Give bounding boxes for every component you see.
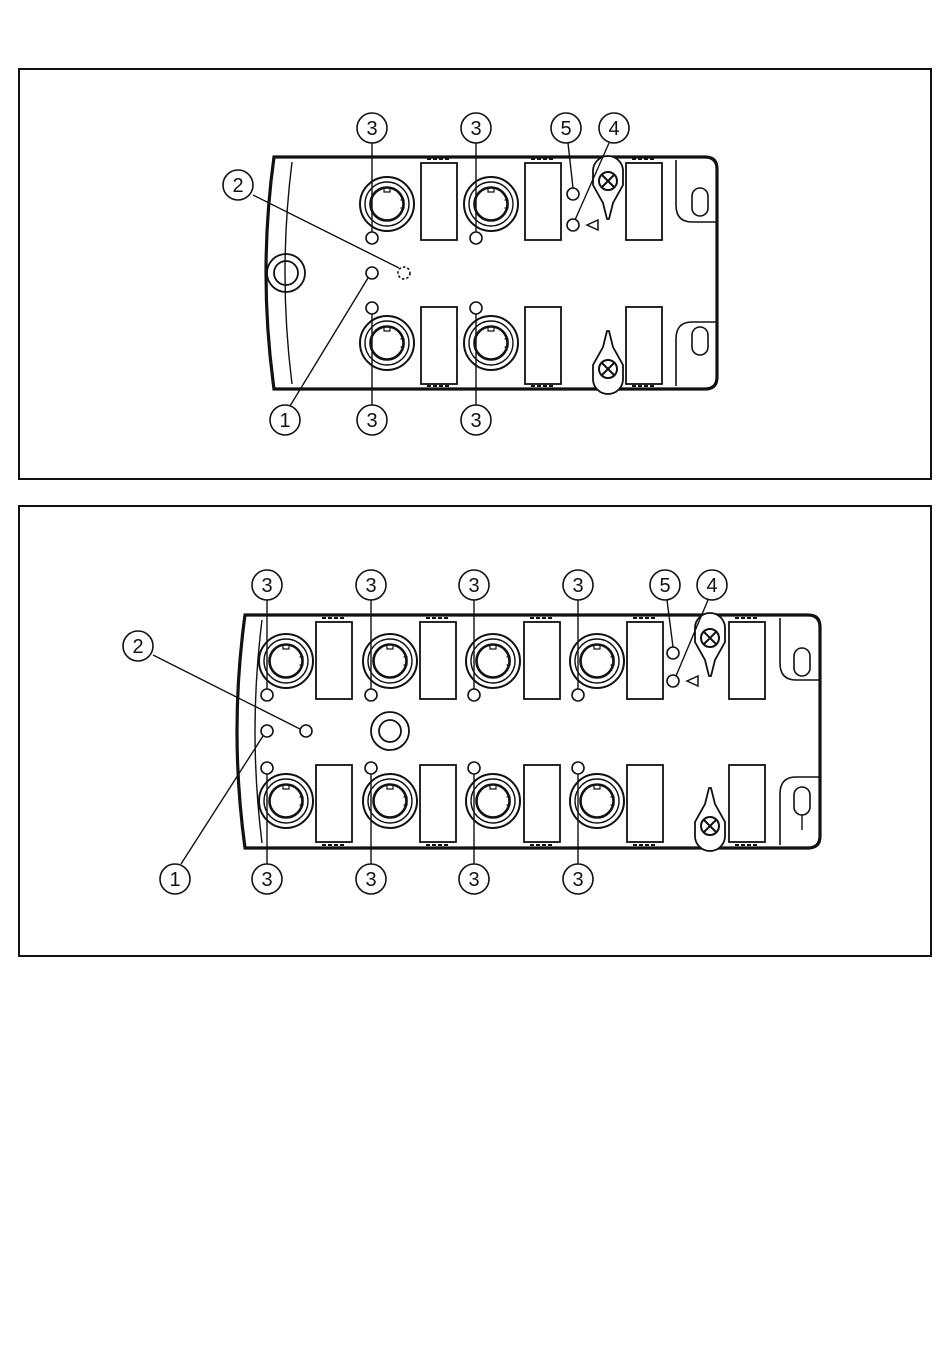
- callout-bubble: 3: [461, 405, 491, 435]
- callout-bubble: 3: [357, 405, 387, 435]
- connector-icon: [464, 177, 518, 231]
- svg-text:4: 4: [608, 118, 619, 140]
- svg-text:3: 3: [261, 575, 272, 597]
- callout-bubble: 2: [223, 170, 253, 200]
- svg-text:3: 3: [572, 575, 583, 597]
- svg-text:3: 3: [261, 869, 272, 891]
- svg-text:5: 5: [659, 575, 670, 597]
- svg-text:3: 3: [572, 869, 583, 891]
- callout-bubble: 3: [356, 864, 386, 894]
- svg-text:3: 3: [468, 869, 479, 891]
- svg-text:3: 3: [470, 118, 481, 140]
- connector-icon: [360, 316, 414, 370]
- callout-bubble: 4: [697, 570, 727, 600]
- figure-2-module: [237, 613, 820, 851]
- svg-text:3: 3: [366, 118, 377, 140]
- callout-bubble: 5: [650, 570, 680, 600]
- svg-text:3: 3: [468, 575, 479, 597]
- connector-icon: [464, 316, 518, 370]
- callout-bubble: 3: [357, 113, 387, 143]
- svg-text:3: 3: [365, 869, 376, 891]
- callout-bubble: 1: [160, 864, 190, 894]
- callout-bubble: 3: [252, 570, 282, 600]
- callout-bubble: 4: [599, 113, 629, 143]
- figure-1-module: [266, 156, 717, 394]
- callout-bubble: 3: [459, 570, 489, 600]
- svg-text:4: 4: [706, 575, 717, 597]
- connector-icon: [360, 177, 414, 231]
- callout-bubble: 3: [252, 864, 282, 894]
- svg-text:1: 1: [169, 869, 180, 891]
- svg-text:2: 2: [232, 175, 243, 197]
- callout-bubble: 3: [461, 113, 491, 143]
- callout-bubble: 1: [270, 405, 300, 435]
- svg-text:5: 5: [560, 118, 571, 140]
- callout-bubble: 3: [459, 864, 489, 894]
- callout-bubble: 3: [563, 864, 593, 894]
- figure-1-callouts: 3 3 5 4 2 1 3 3: [223, 113, 629, 435]
- callout-bubble: 2: [123, 631, 153, 661]
- figure-1-leaders: [253, 143, 609, 406]
- svg-text:3: 3: [366, 410, 377, 432]
- callout-bubble: 3: [356, 570, 386, 600]
- callout-bubble: 5: [551, 113, 581, 143]
- callout-bubble: 3: [563, 570, 593, 600]
- svg-text:3: 3: [470, 410, 481, 432]
- svg-text:3: 3: [365, 575, 376, 597]
- svg-text:1: 1: [279, 410, 290, 432]
- svg-text:2: 2: [132, 636, 143, 658]
